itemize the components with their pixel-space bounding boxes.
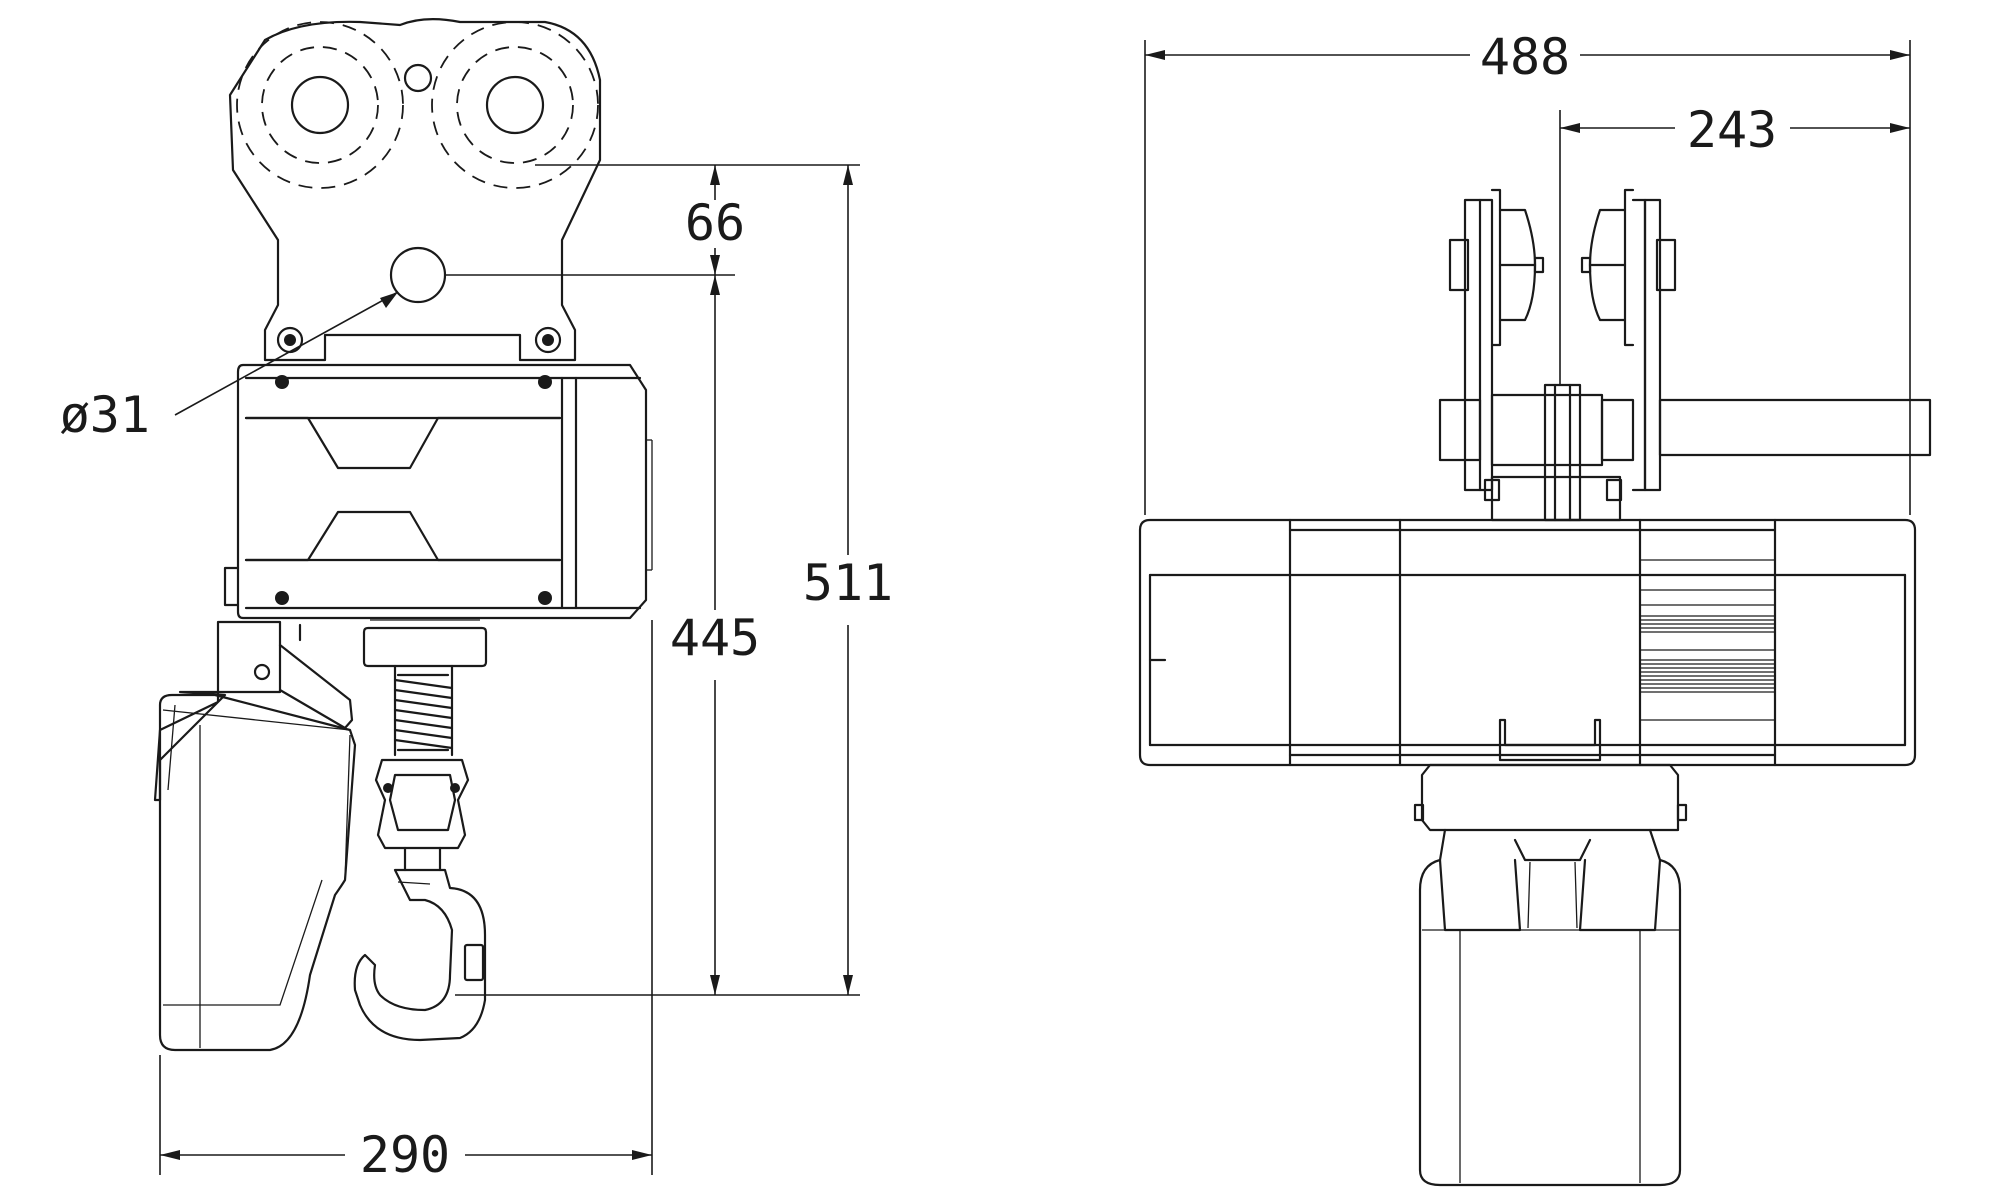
dimension-290: 290 xyxy=(360,1126,450,1184)
dimension-488: 488 xyxy=(1480,28,1570,86)
trolley-front xyxy=(1438,188,1932,522)
side-view: 511 445 66 ø31 290 xyxy=(60,18,893,1185)
cooling-fins xyxy=(1640,559,1775,721)
dimension-243: 243 xyxy=(1687,101,1777,159)
dimension-66: 66 xyxy=(685,194,745,252)
hoist-body-front xyxy=(1138,518,1917,767)
dimension-445: 445 xyxy=(670,609,760,667)
hook-assembly-side xyxy=(353,619,488,1042)
dimension-wheel-diameter: ø31 xyxy=(60,386,150,444)
dimension-511: 511 xyxy=(803,554,893,612)
front-view: 488 243 xyxy=(1138,25,1932,1187)
front-dimensions: 488 243 xyxy=(1144,25,1911,515)
side-dimensions: 511 445 66 ø31 290 xyxy=(60,164,893,1185)
control-box-front xyxy=(1413,718,1688,1187)
hoist-body-side xyxy=(236,363,653,620)
control-box-side xyxy=(153,566,357,1052)
trolley-side xyxy=(228,18,602,362)
